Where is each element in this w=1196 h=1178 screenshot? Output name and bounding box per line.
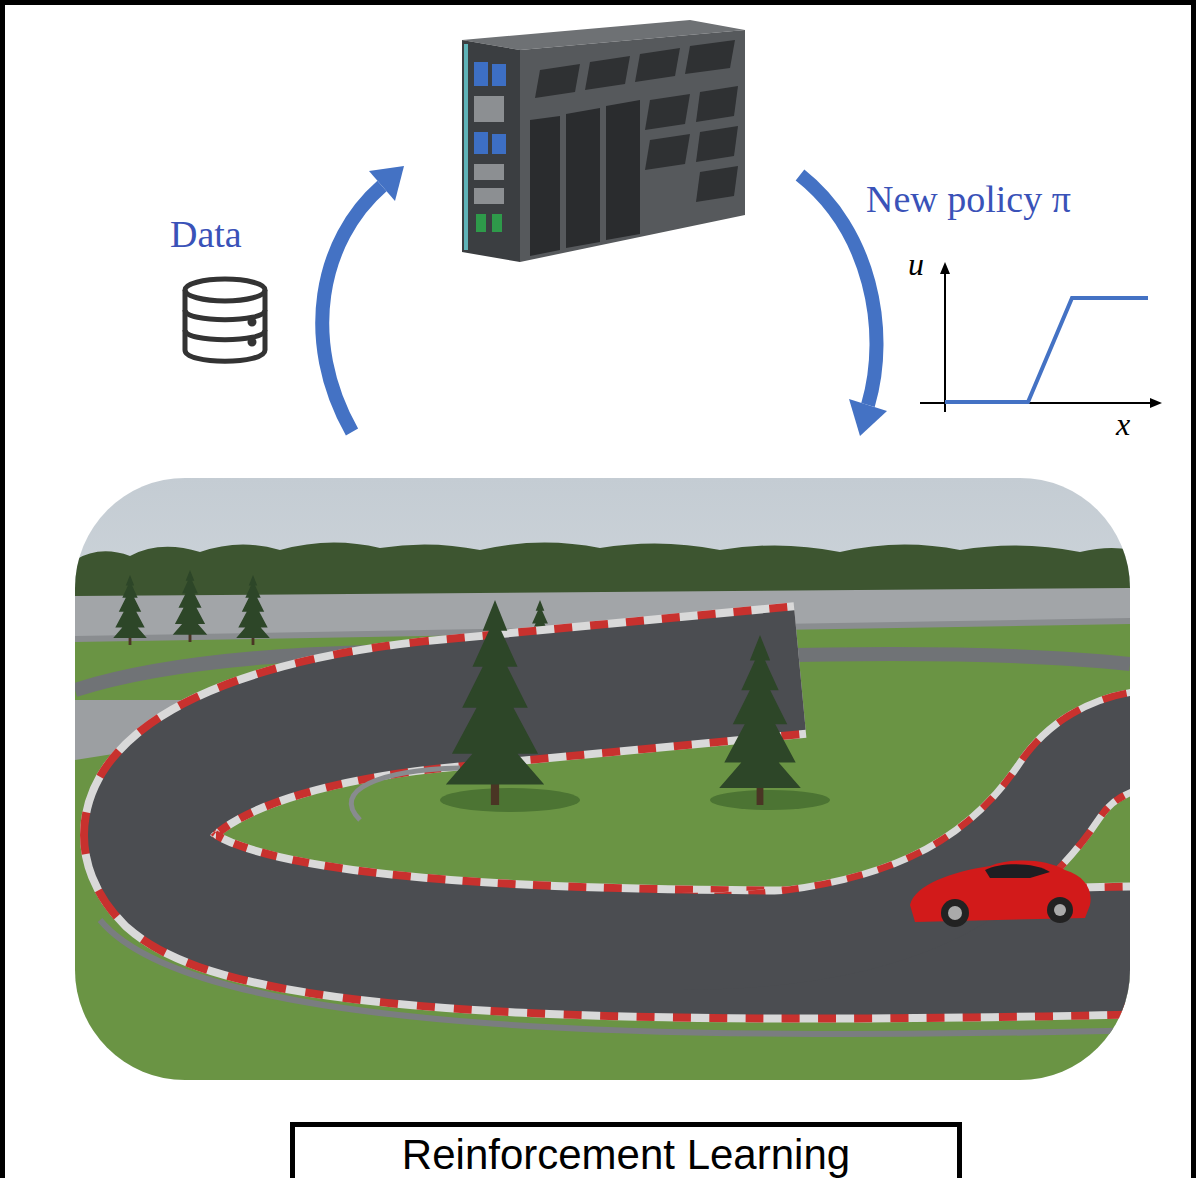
data-label: Data — [170, 212, 242, 256]
database-icon — [185, 279, 265, 361]
caption-text: Reinforcement Learning — [295, 1131, 957, 1178]
axis-label: u — [908, 246, 924, 282]
race-track — [75, 478, 1130, 1080]
caption-box: Reinforcement Learning — [290, 1122, 962, 1178]
race-car — [910, 860, 1091, 927]
axis-label: x — [1116, 406, 1130, 442]
computer-icon — [462, 20, 745, 262]
feedback-arrow — [322, 166, 404, 432]
policy-plot — [920, 262, 1162, 412]
frame — [3, 3, 1194, 1178]
policy-label: New policy π — [866, 177, 1071, 221]
